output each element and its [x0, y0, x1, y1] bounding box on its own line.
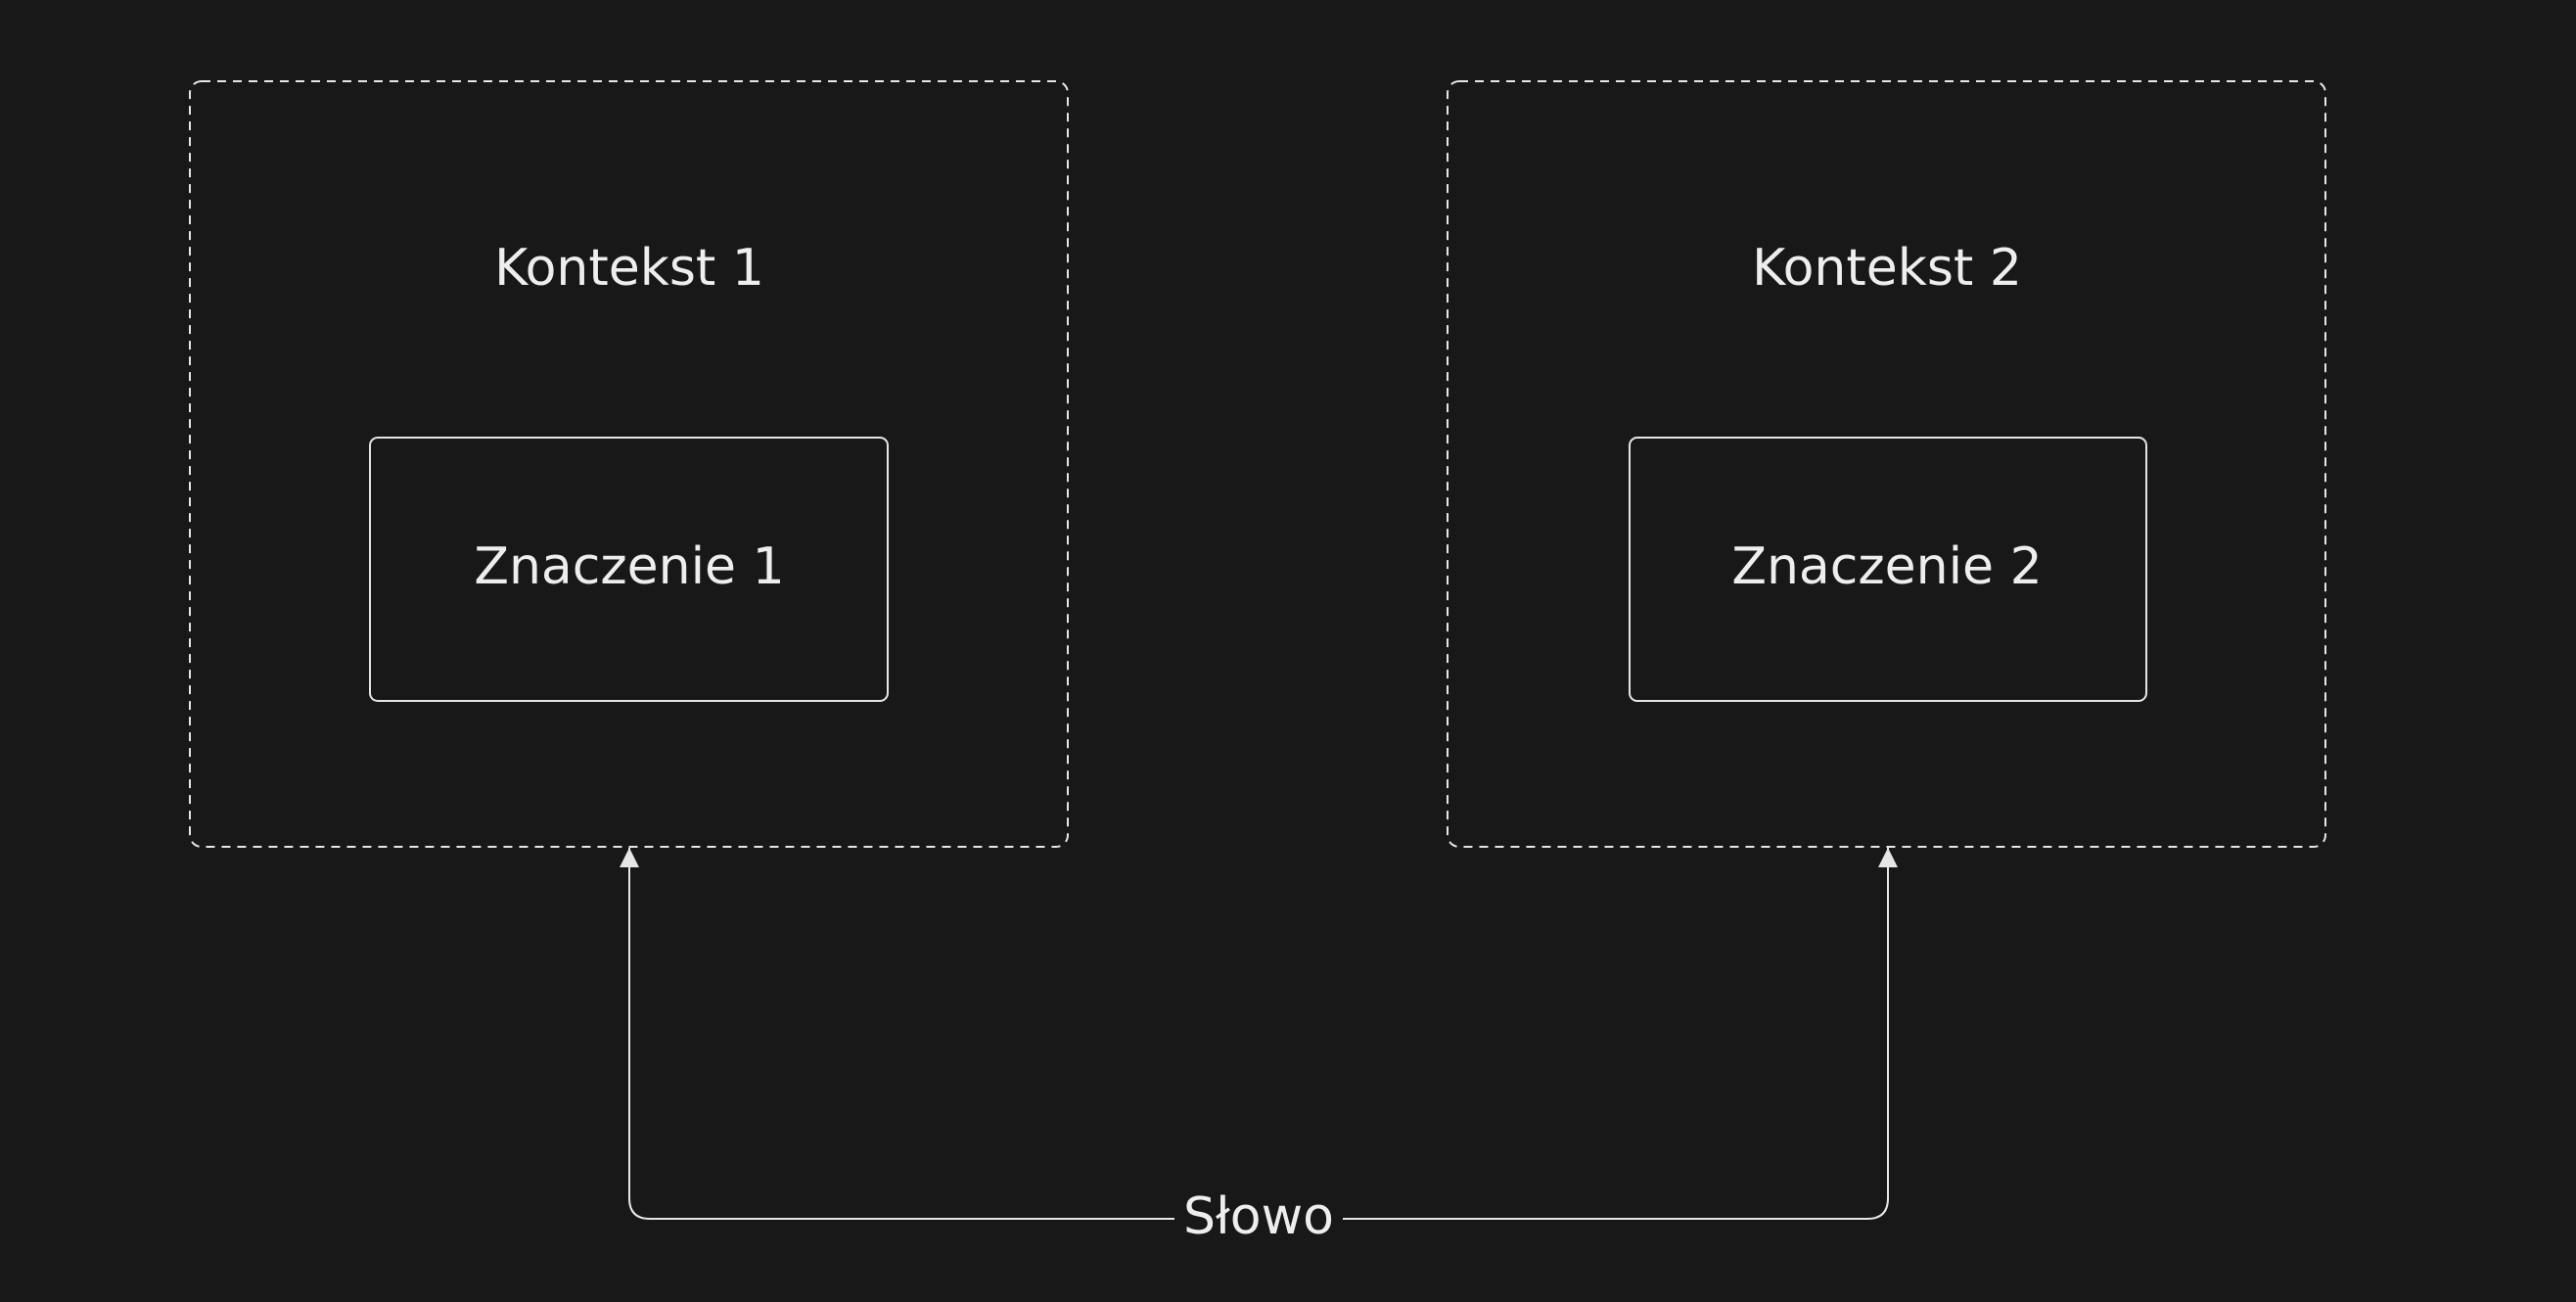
meaning-2-box: [1629, 437, 2147, 702]
connector-left-arrow: [620, 848, 1174, 1220]
meaning-2-label: Znaczenie 2: [1731, 537, 2042, 596]
context-2-group: Kontekst 2 Znaczenie 2: [1447, 80, 2326, 848]
word-label: Słowo: [1183, 1187, 1334, 1246]
meaning-1-label: Znaczenie 1: [474, 537, 784, 596]
context-1-boundary: [189, 80, 1069, 848]
meaning-1-box: [369, 437, 889, 702]
context-1-title: Kontekst 1: [494, 239, 764, 298]
context-2-boundary: [1447, 80, 2326, 848]
context-1-group: Kontekst 1 Znaczenie 1: [189, 80, 1069, 848]
connector-right-arrow: [1343, 848, 1898, 1220]
context-2-title: Kontekst 2: [1752, 239, 2022, 298]
